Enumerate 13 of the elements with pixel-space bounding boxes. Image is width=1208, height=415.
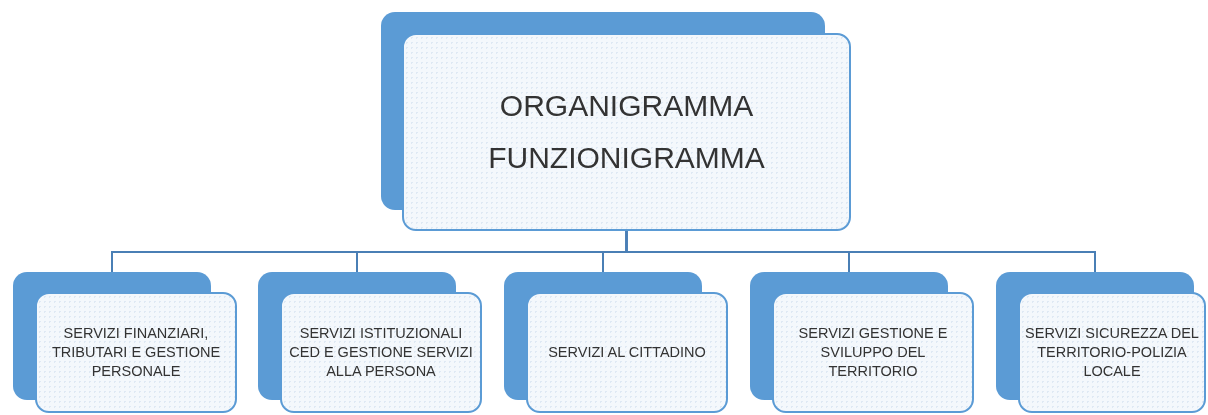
department-box xyxy=(750,272,974,413)
department-box xyxy=(996,272,1206,413)
title-text: ORGANIGRAMMA FUNZIONIGRAMMA xyxy=(487,87,766,176)
department-label: SERVIZI FINANZIARI, TRIBUTARI E GESTIONE PERSONALE xyxy=(50,324,222,381)
title-box xyxy=(381,12,851,231)
department-label: SERVIZI SICUREZZA DEL TERRITORIO-POLIZIA LOCALE xyxy=(1024,324,1200,381)
department-box xyxy=(13,272,237,413)
department-label: SERVIZI GESTIONE E SVILUPPO DEL TERRITORIO xyxy=(797,324,949,381)
connector-line xyxy=(625,230,1096,273)
department-label: SERVIZI ISTITUZIONALI CED E GESTIONE SERVIZI ALLA PERSONA xyxy=(288,324,474,381)
department-label: SERVIZI AL CITTADINO xyxy=(548,343,706,362)
department-box xyxy=(258,272,482,413)
department-box xyxy=(504,272,728,413)
